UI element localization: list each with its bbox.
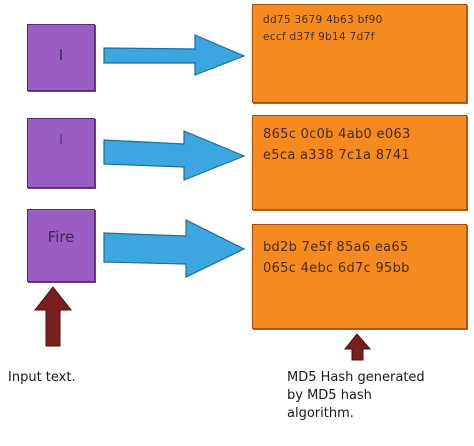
- blue-arrow-1: [103, 34, 246, 76]
- hash-box-1: dd75 3679 4b63 bf90 eccf d37f 9b14 7d7f: [252, 4, 467, 103]
- blue-arrow-2: [103, 130, 246, 181]
- caption-md5-line-1: MD5 Hash generated: [287, 370, 425, 385]
- hash-1-line-2: eccf d37f 9b14 7d7f: [263, 31, 375, 43]
- input-box-1: I: [27, 24, 95, 91]
- hash-3-line-2: 065c 4ebc 6d7c 95bb: [263, 261, 410, 276]
- hash-2-line-1: 865c 0c0b 4ab0 e063: [263, 127, 411, 142]
- hash-box-2: 865c 0c0b 4ab0 e063 e5ca a338 7c1a 8741: [252, 115, 467, 210]
- input-text-3: Fire: [47, 228, 75, 246]
- caption-input-text: Input text.: [8, 369, 76, 387]
- input-text-1: I: [58, 45, 64, 64]
- input-box-3: Fire: [27, 209, 95, 282]
- hash-3-line-1: bd2b 7e5f 85a6 ea65: [263, 240, 409, 255]
- input-box-2: i: [27, 118, 95, 188]
- caption-md5-line-3: algorithm.: [287, 406, 354, 421]
- input-text-2: i: [59, 133, 63, 148]
- red-arrow-input: [33, 286, 73, 347]
- hash-1-line-1: dd75 3679 4b63 bf90: [263, 14, 383, 26]
- blue-arrow-3: [103, 219, 246, 278]
- caption-input-label: Input text.: [8, 370, 76, 385]
- red-arrow-md5: [343, 333, 372, 361]
- caption-md5-line-2: by MD5 hash: [287, 388, 372, 403]
- hash-box-3: bd2b 7e5f 85a6 ea65 065c 4ebc 6d7c 95bb: [252, 224, 467, 329]
- caption-md5-text: MD5 Hash generated by MD5 hash algorithm…: [287, 369, 467, 423]
- hash-2-line-2: e5ca a338 7c1a 8741: [263, 148, 410, 163]
